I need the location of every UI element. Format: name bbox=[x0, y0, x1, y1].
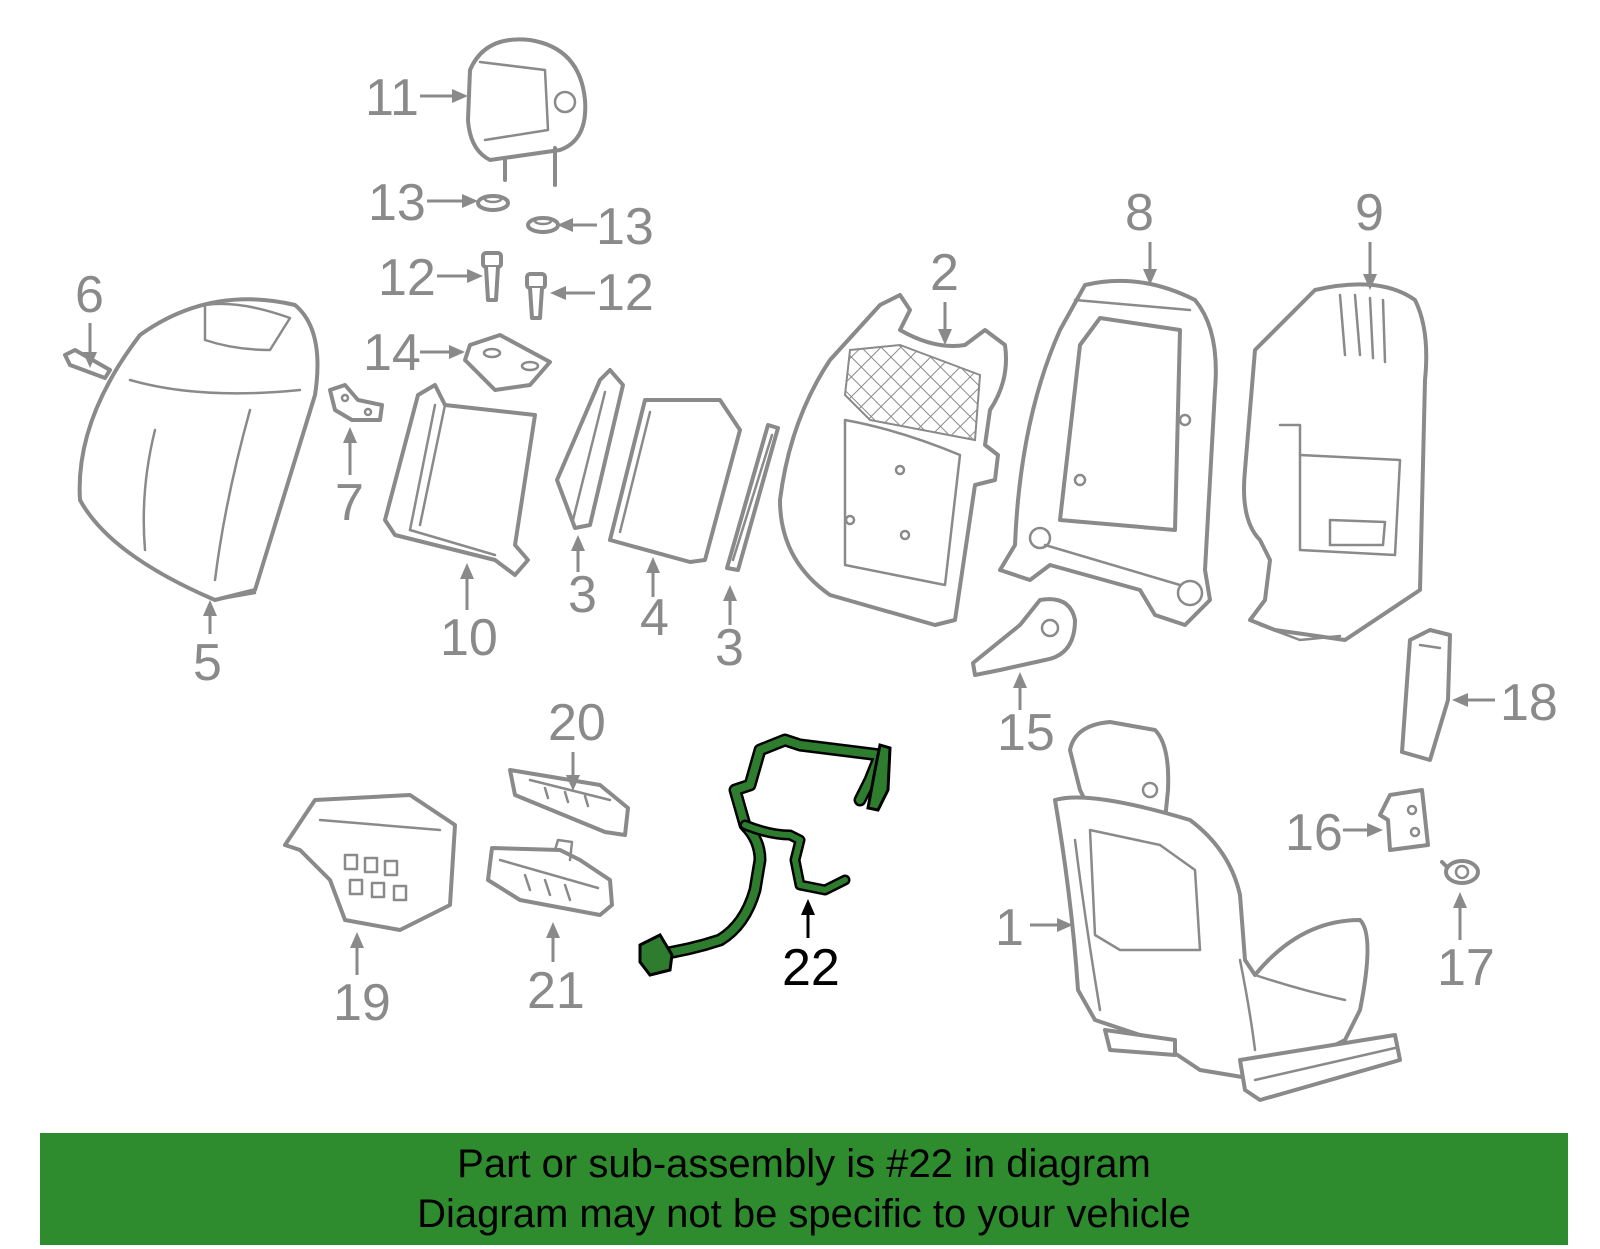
callout-22: 22 bbox=[782, 939, 840, 997]
callout-9: 9 bbox=[1355, 184, 1384, 242]
part-18-side-trim bbox=[1400, 628, 1452, 762]
part-19-control-unit bbox=[283, 793, 457, 932]
callout-21: 21 bbox=[527, 962, 585, 1020]
part-7-clip bbox=[328, 383, 384, 422]
part-21-module bbox=[486, 838, 614, 917]
part-13-bushing-left bbox=[476, 194, 510, 212]
part-14-plate bbox=[463, 333, 552, 392]
callout-12-right: 12 bbox=[596, 264, 654, 322]
part-8-frame bbox=[998, 278, 1218, 627]
callout-20: 20 bbox=[548, 694, 606, 752]
part-12-guide-right bbox=[525, 272, 547, 320]
callout-8: 8 bbox=[1125, 184, 1154, 242]
part-9-back-shell bbox=[1242, 282, 1429, 642]
part-3-pad-left bbox=[555, 368, 625, 530]
banner-line-1: Part or sub-assembly is #22 in diagram bbox=[457, 1142, 1151, 1186]
callout-4: 4 bbox=[640, 589, 669, 647]
callout-19: 19 bbox=[333, 974, 391, 1032]
part-17-fastener bbox=[1440, 859, 1480, 885]
callout-1: 1 bbox=[995, 899, 1024, 957]
callout-14: 14 bbox=[363, 324, 421, 382]
callout-5: 5 bbox=[193, 634, 222, 692]
banner-line-2: Diagram may not be specific to your vehi… bbox=[417, 1192, 1191, 1236]
callout-11: 11 bbox=[365, 69, 419, 127]
part-11-headrest bbox=[466, 37, 588, 187]
part-12-guide-left bbox=[481, 251, 503, 302]
part-4-pad bbox=[608, 398, 742, 564]
part-15-lever bbox=[971, 597, 1077, 677]
callout-13-right: 13 bbox=[596, 198, 654, 256]
callout-13-left: 13 bbox=[368, 174, 426, 232]
part-5-seatback-cover bbox=[77, 297, 320, 602]
part-22-wiring-harness bbox=[638, 733, 892, 977]
parts-diagram: 11 13 13 12 12 14 6 bbox=[63, 37, 1558, 1102]
part-16-bracket bbox=[1378, 788, 1430, 852]
part-1-seat-assembly bbox=[1053, 720, 1402, 1102]
callout-7: 7 bbox=[335, 474, 364, 532]
part-6-trim bbox=[63, 348, 112, 380]
part-3-strip-right bbox=[725, 423, 780, 572]
callout-12-left: 12 bbox=[378, 249, 436, 307]
info-banner: Part or sub-assembly is #22 in diagram D… bbox=[40, 1133, 1568, 1245]
callout-2: 2 bbox=[930, 244, 959, 302]
part-20-connector bbox=[508, 768, 630, 837]
callout-18: 18 bbox=[1500, 674, 1558, 732]
callout-6: 6 bbox=[75, 266, 104, 324]
callout-3-right: 3 bbox=[715, 619, 744, 677]
callout-16: 16 bbox=[1285, 804, 1343, 862]
callout-10: 10 bbox=[440, 609, 498, 667]
part-13-bushing-right bbox=[526, 216, 560, 234]
callout-17: 17 bbox=[1437, 939, 1495, 997]
callout-15: 15 bbox=[997, 704, 1055, 762]
part-10-back-panel bbox=[383, 383, 537, 577]
callout-3-left: 3 bbox=[568, 566, 597, 624]
part-2-seatback-pad bbox=[778, 293, 1008, 627]
